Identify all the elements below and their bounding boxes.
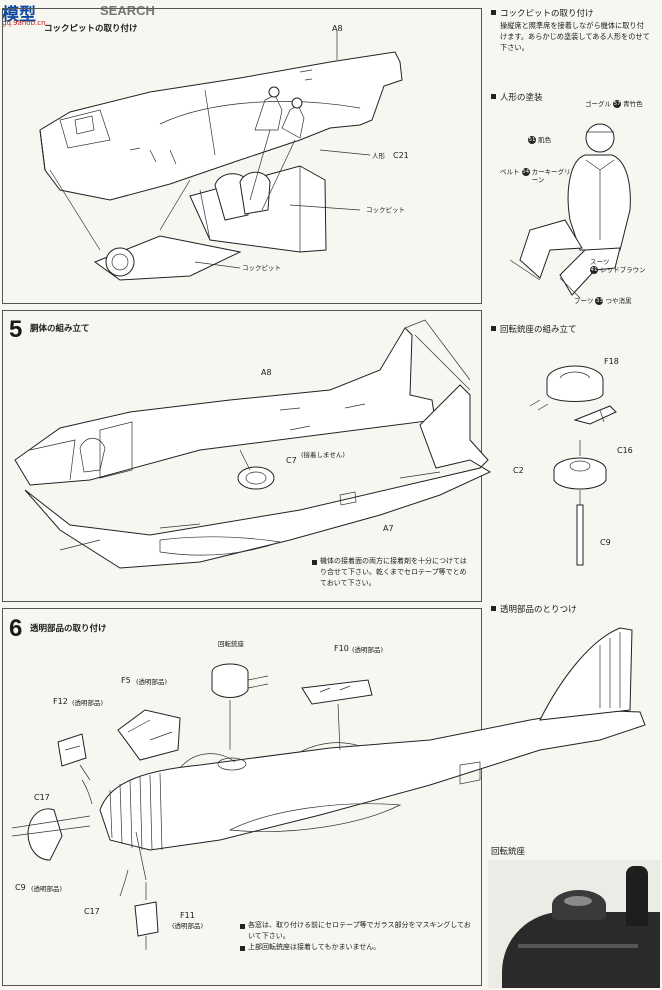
step4-label-cockpit-2: コックピット	[242, 264, 281, 272]
paint-suit-label: スーツ	[590, 258, 610, 266]
step4-label-a8: A8	[332, 24, 343, 33]
step6-label-f5: F5	[121, 676, 131, 685]
figure-paint-bullet	[491, 94, 496, 99]
step4-panel	[2, 8, 482, 304]
step6-label-f12-note: (透明部品)	[72, 699, 104, 707]
paint-belt-num: 54	[521, 168, 530, 176]
turret-assembly-drawing	[520, 360, 650, 580]
step6-label-f12: F12	[53, 697, 68, 706]
turret-label-c2: C2	[513, 466, 524, 475]
step6-label-c17-lower: C17	[84, 907, 100, 916]
watermark-site: SEARCH	[100, 3, 155, 18]
paint-leather-num: 51	[528, 136, 536, 144]
step5-label-c7-note: (接着しません)	[301, 451, 345, 459]
paint-belt: ベルト 54 カーキーグリーン	[500, 168, 572, 184]
paint-leather: 51 肌色	[528, 136, 551, 144]
photo-reflection	[518, 944, 638, 948]
step5-label-c7: C7	[286, 456, 297, 465]
step6-note-bullet-2	[240, 946, 245, 951]
step5-number: 5	[9, 316, 23, 343]
step6-label-c9-note: (透明部品)	[31, 885, 63, 893]
paint-boots: ブーツ 33 つや消黒	[574, 297, 632, 305]
turret-label-c16: C16	[617, 446, 633, 455]
step6-label-turret: 回転銃座	[218, 640, 244, 648]
figure-paint-title: 人形の塗装	[500, 93, 543, 103]
turret-label-f18: F18	[604, 357, 619, 366]
step5-note: 機体の接着面の両方に接着剤を十分につけてはり合せて下さい。乾くまでセロテープ等で…	[320, 557, 467, 587]
step6-label-c9: C9	[15, 883, 26, 892]
step6-title: 透明部品の取り付け	[30, 624, 107, 634]
step4-label-c21: C21	[393, 151, 409, 160]
step5-title: 胴体の組み立て	[30, 324, 90, 334]
turret-assembly-bullet	[491, 326, 496, 331]
step5-fuselage-drawing	[0, 300, 490, 600]
step6-label-f10: F10	[334, 644, 349, 653]
paint-goggle-label: ゴーグル	[585, 100, 611, 108]
paint-belt-color: カーキーグリーン	[531, 168, 571, 184]
step6-note-bullet-1	[240, 924, 245, 929]
clear-parts-bullet	[491, 606, 496, 611]
paint-suit: スーツ 41 レッドブラウン	[590, 258, 646, 274]
step6-note-1: 各窓は、取り付ける前にセロテープ等でガラス部分をマスキングしておいて下さい。	[248, 921, 471, 940]
step6-panel	[2, 608, 482, 986]
photo-fin-shape	[626, 866, 648, 926]
step5-note-bullet	[312, 560, 317, 565]
step4-label-figure: 人形	[372, 152, 385, 160]
step5-label-a7: A7	[383, 524, 394, 533]
clear-parts-title: 透明部品のとりつけ	[500, 605, 577, 615]
step6-label-f11: F11	[180, 911, 195, 920]
turret-label-c9: C9	[600, 538, 611, 547]
step6-note-2: 上部回転銃座は接着してもかまいません。	[248, 943, 381, 951]
watermark-logo-mark: 模型	[2, 5, 36, 25]
turret-assembly-title: 回転銃座の組み立て	[500, 325, 577, 335]
step5-label-a8: A8	[261, 368, 272, 377]
photo-caption: 回転銃座	[491, 847, 526, 857]
paint-belt-label: ベルト	[500, 168, 520, 176]
photo-turret-highlight	[564, 896, 592, 906]
paint-suit-color: レッドブラウン	[600, 266, 646, 274]
step6-label-f5-note: (透明部品)	[136, 678, 168, 686]
step4-title: コックピットの取り付け	[44, 24, 138, 34]
paint-suit-num: 41	[590, 266, 598, 274]
side-cockpit-bullet	[491, 10, 496, 15]
step6-label-f11-note: (透明部品)	[172, 922, 204, 930]
paint-goggle: ゴーグル 57 青竹色	[585, 100, 643, 108]
step6-aircraft-drawing	[0, 600, 662, 990]
paint-leather-color: 肌色	[538, 136, 552, 144]
step6-number: 6	[9, 615, 23, 642]
step6-label-c17-upper: C17	[34, 793, 50, 802]
side-cockpit-title: コックピットの取り付け	[500, 9, 594, 19]
watermark-logo: 模型 gq.9ahob.cn	[0, 0, 90, 27]
turret-photo	[488, 860, 660, 988]
paint-boots-color: つや消黒	[605, 297, 632, 305]
paint-goggle-num: 57	[613, 100, 622, 108]
side-cockpit-text: 操縦席と照準席を接着しながら機体に取り付けます。あらかじめ塗装してある人形をのせ…	[500, 21, 650, 52]
pilot-figure-drawing	[490, 100, 660, 310]
step4-fuselage-drawing	[0, 0, 490, 310]
paint-boots-num: 33	[595, 297, 604, 305]
watermark-url: gq.9ahob.cn	[2, 19, 46, 27]
step4-label-cockpit: コックピット	[366, 206, 405, 214]
step6-label-f10-note: (透明部品)	[352, 646, 384, 654]
paint-goggle-color: 青竹色	[623, 100, 643, 108]
paint-boots-label: ブーツ	[574, 297, 594, 305]
